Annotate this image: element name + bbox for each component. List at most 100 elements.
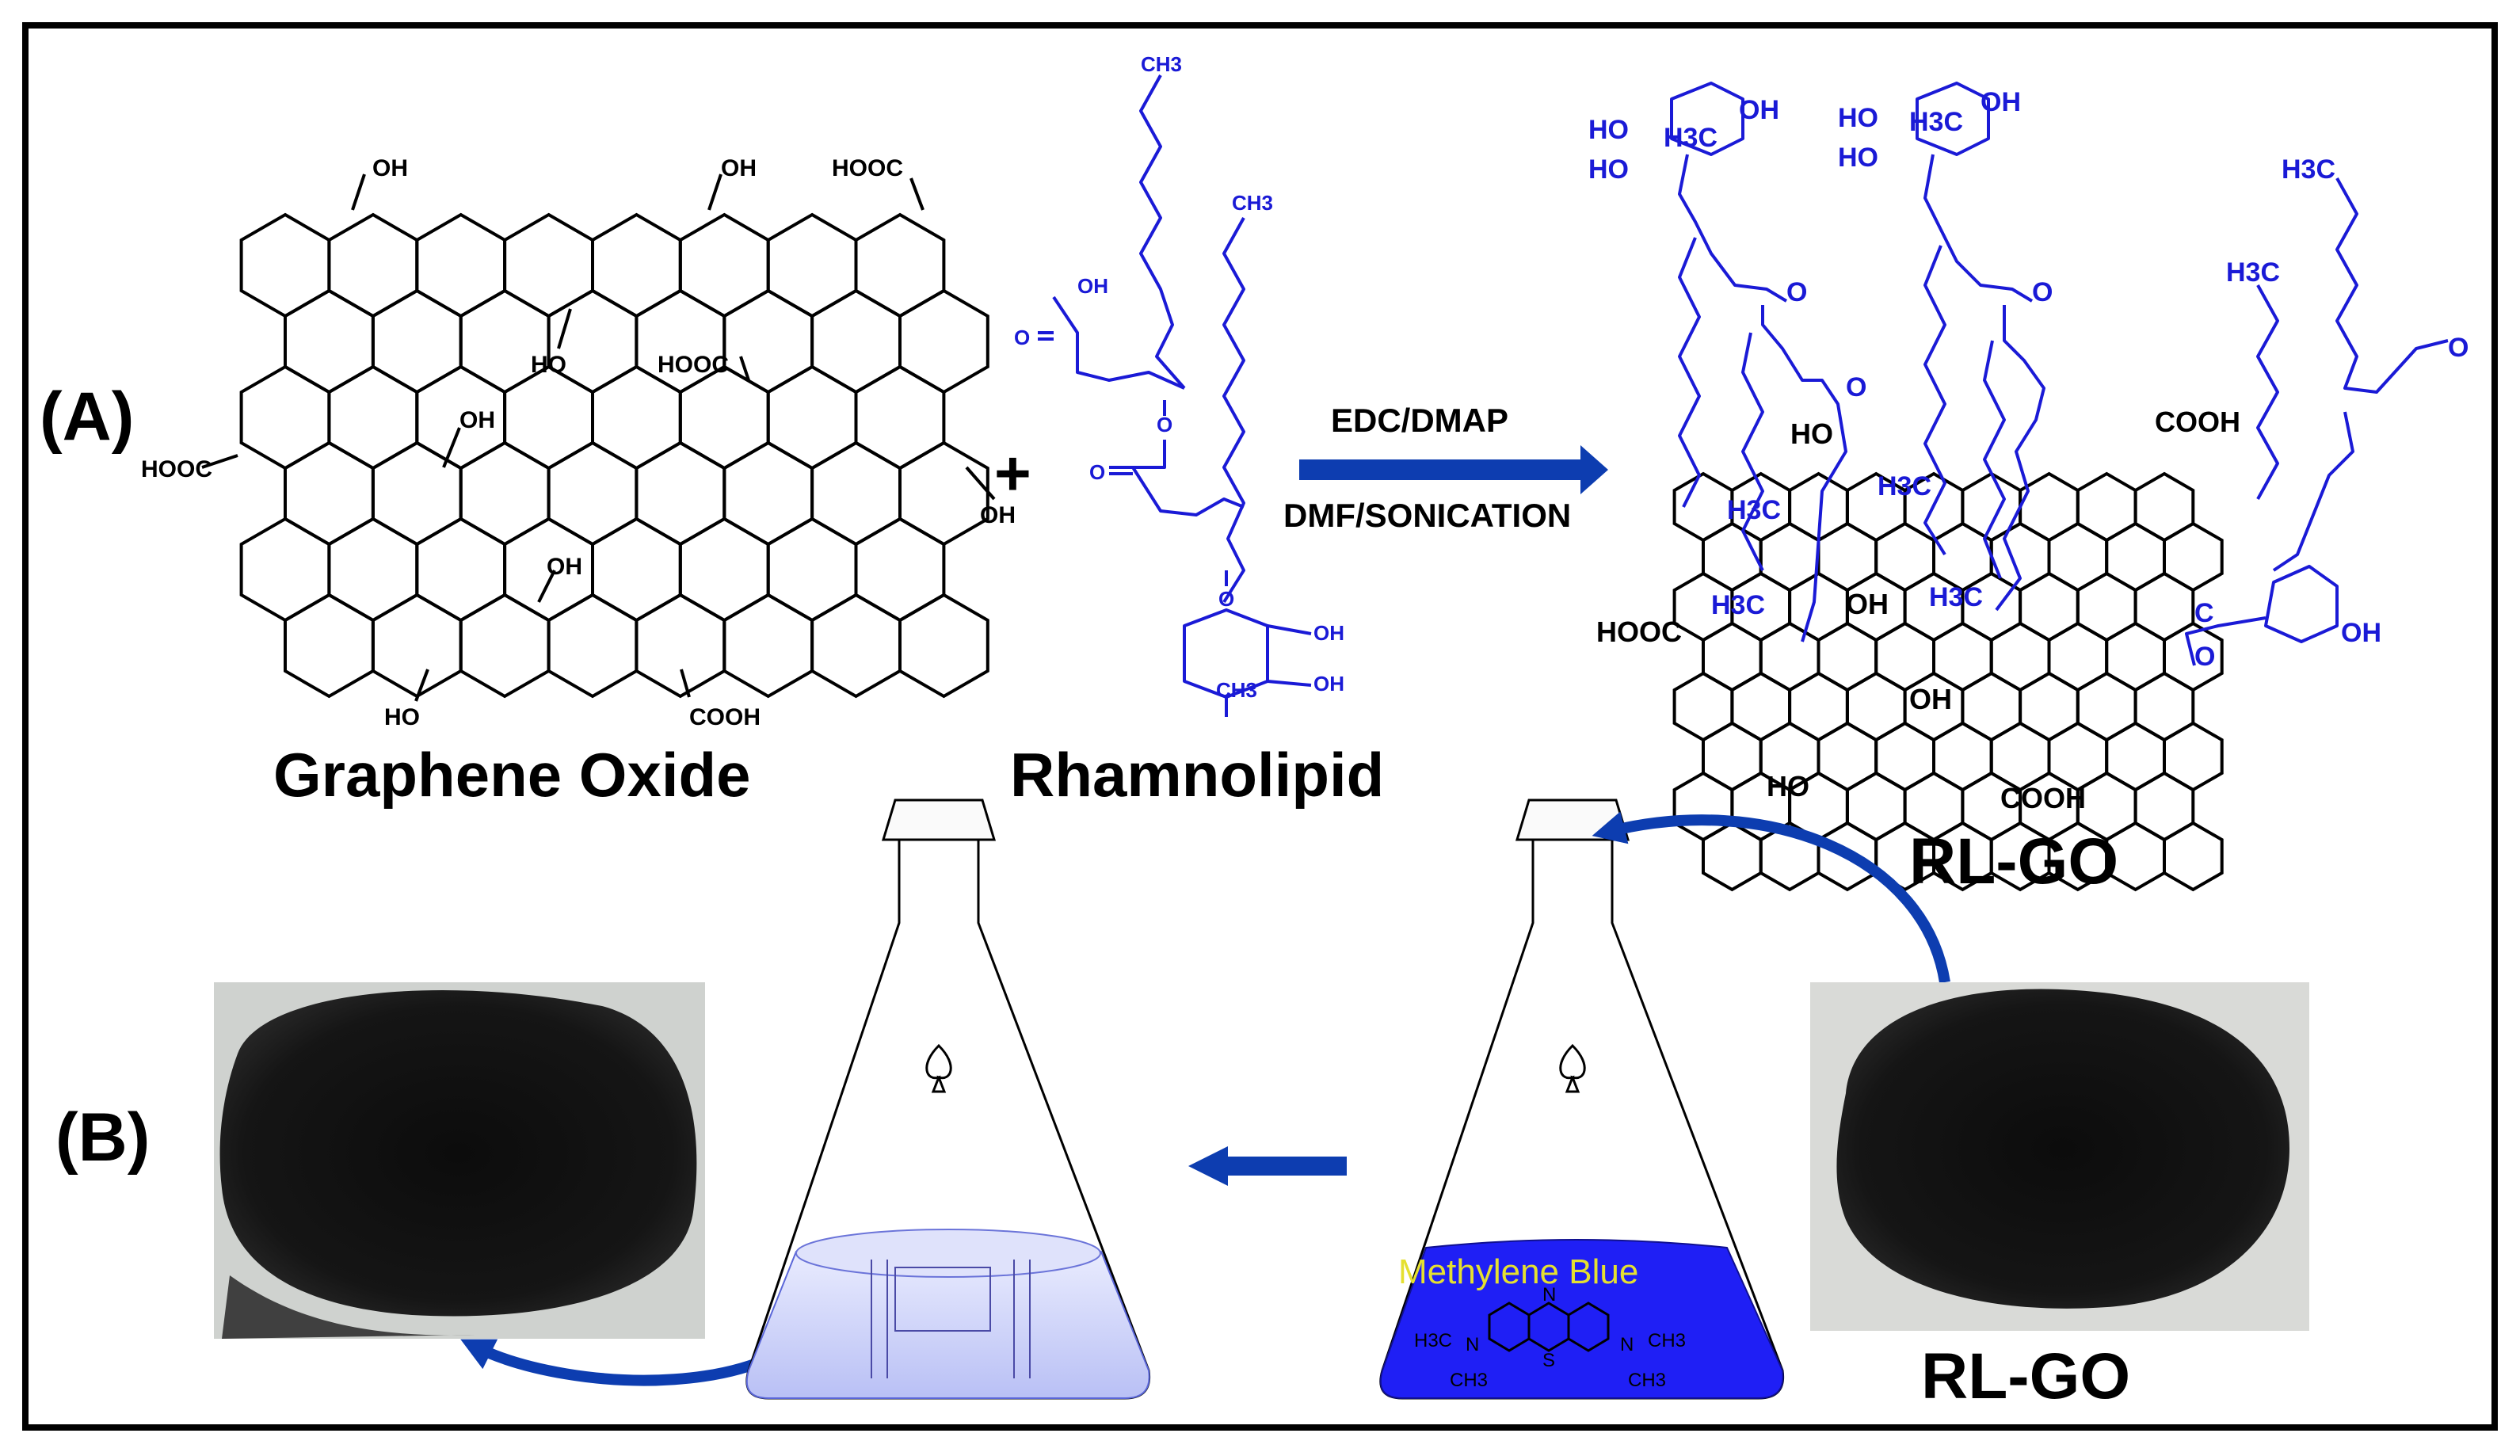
- rhamnolipid-group-label: OH: [1077, 274, 1108, 298]
- rhamnolipid-group-label: OH: [1313, 672, 1344, 696]
- rl-go-chain: [2256, 284, 2279, 500]
- hexagon-ring: [678, 516, 770, 623]
- rl-go-group-label: H3C: [2282, 154, 2335, 185]
- rl-go-group-label: HO: [1588, 154, 1629, 185]
- hexagon-ring: [239, 516, 331, 623]
- hexagon-ring: [284, 593, 375, 699]
- rl-go-chain: [1923, 154, 2034, 303]
- rl-go-group-label: H3C: [1727, 495, 1781, 525]
- flask-left-spade-icon: [925, 1043, 952, 1093]
- rl-go-rhamnose-ring: [1670, 82, 1744, 156]
- rl-go-chain: [1761, 305, 1847, 642]
- hexagon-ring: [591, 212, 682, 318]
- go-group-label: COOH: [689, 704, 761, 730]
- methylene-blue-structure: [1488, 1302, 1610, 1352]
- go-bond: [557, 308, 572, 349]
- rhamnolipid-chain-1: [1139, 74, 1186, 390]
- hexagon-ring: [810, 593, 902, 699]
- hexagon-ring: [284, 440, 375, 547]
- methylene-blue-atom: CH3: [1648, 1330, 1686, 1351]
- rhamnolipid-group-label: CH3: [1216, 678, 1257, 702]
- hexagon-ring: [591, 516, 682, 623]
- go-bond: [680, 669, 691, 698]
- rl-go-group-label: H3C: [1909, 107, 1963, 137]
- hexagon-ring: [547, 440, 639, 547]
- rl-go-title: RL-GO: [1909, 825, 2118, 898]
- go-group-label: HO: [384, 704, 420, 730]
- go-group-label: HOOC: [141, 456, 212, 482]
- go-group-label: HO: [531, 352, 566, 378]
- rl-go-powder-photo: [1810, 982, 2309, 1331]
- rl-go-chain: [1678, 154, 1788, 303]
- hexagon-ring: [810, 440, 902, 547]
- rhamnolipid-backbone-acid: [1052, 295, 1185, 390]
- rl-go-group-label: OH: [1846, 588, 1889, 620]
- rhamnolipid-group-label: O: [1157, 413, 1172, 436]
- hexagon-ring: [284, 288, 375, 394]
- panel-label-a: (A): [40, 379, 134, 455]
- reaction-condition-top: EDC/DMAP: [1331, 402, 1508, 439]
- transfer-arrow-middle: [1188, 1146, 1347, 1186]
- hexagon-ring: [766, 212, 858, 318]
- hexagon-ring: [371, 593, 463, 699]
- rl-go-group-label: O: [2448, 333, 2469, 363]
- rl-go-lattice: [1672, 471, 2224, 892]
- rl-go-chain: [1741, 332, 1764, 571]
- rl-go-group-label: OH: [1981, 87, 2021, 117]
- hexagon-ring: [239, 364, 331, 471]
- hexagon-ring: [459, 593, 551, 699]
- rl-go-group-label: HO: [1588, 115, 1629, 145]
- methylene-blue-atom: S: [1542, 1350, 1555, 1371]
- go-bond: [707, 173, 722, 211]
- rl-go-group-label: OH: [1739, 95, 1779, 125]
- hexagon-ring: [898, 288, 989, 394]
- hexagon-ring: [547, 593, 639, 699]
- hexagon-ring: [766, 516, 858, 623]
- rhamnolipid-structure: CH3 CH3 OH O O O O OH OH CH3 Rhamnolipid: [1010, 52, 1384, 810]
- rhamnolipid-chain-2: [1222, 217, 1245, 604]
- hexagon-ring: [503, 212, 594, 318]
- flask-right-solution: [1379, 1239, 1784, 1399]
- rhamnolipid-group-label: O: [1218, 587, 1234, 611]
- rl-go-chain: [2335, 177, 2449, 394]
- rl-go-group-label: HO: [1767, 770, 1809, 802]
- flask-right-solution-label: Methylene Blue: [1398, 1252, 1638, 1291]
- rl-go-group-label: O: [1786, 277, 1807, 307]
- rl-go-group-label: H3C: [1711, 590, 1765, 620]
- hexagon-ring: [591, 364, 682, 471]
- reaction-arrow: [1299, 445, 1608, 494]
- go-group-label: OH: [547, 554, 582, 580]
- rhamnolipid-title: Rhamnolipid: [1010, 740, 1384, 810]
- panel-label-b: (B): [55, 1100, 150, 1176]
- rl-go-group-label: C: [2194, 598, 2214, 628]
- rl-go-group-label: COOH: [2155, 406, 2240, 438]
- flask-right-spade-icon: [1559, 1043, 1586, 1093]
- rl-go-ester-link: [2185, 616, 2266, 666]
- hexagon-ring: [415, 212, 507, 318]
- rhamnolipid-group-label: O: [1014, 326, 1030, 349]
- hexagon-ring: [459, 440, 551, 547]
- rl-go-group-label: HO: [1838, 143, 1878, 173]
- hexagon-ring: [678, 364, 770, 471]
- rl-go-chain: [1923, 245, 1946, 556]
- graphene-oxide-structure: OH OH HOOC HO HOOC OH HOOC OH OH HO COOH…: [141, 155, 1016, 810]
- hexagon-ring: [415, 516, 507, 623]
- hexagon-ring: [327, 364, 419, 471]
- methylene-blue-atom: H3C: [1414, 1330, 1452, 1351]
- go-group-label: HOOC: [658, 352, 729, 378]
- transfer-arrow-right: [1592, 811, 1950, 984]
- rl-go-group-label: H3C: [1664, 123, 1717, 153]
- rl-go-group-label: OH: [1909, 683, 1952, 715]
- go-bond: [201, 454, 238, 469]
- flask-left-stopper: [881, 799, 997, 841]
- rl-go-rhamnose-ring: [2264, 565, 2339, 643]
- figure-border: [22, 22, 2498, 1431]
- hexagon-ring: [722, 593, 814, 699]
- rhamnolipid-group-label: OH: [1313, 621, 1344, 645]
- go-group-label: OH: [980, 502, 1016, 528]
- rl-go-group-label: HO: [1838, 103, 1878, 133]
- go-bond: [442, 427, 461, 468]
- rhamnose-bond: [1267, 624, 1312, 635]
- hexagon-ring: [503, 364, 594, 471]
- rl-go-group-label: O: [2194, 642, 2215, 672]
